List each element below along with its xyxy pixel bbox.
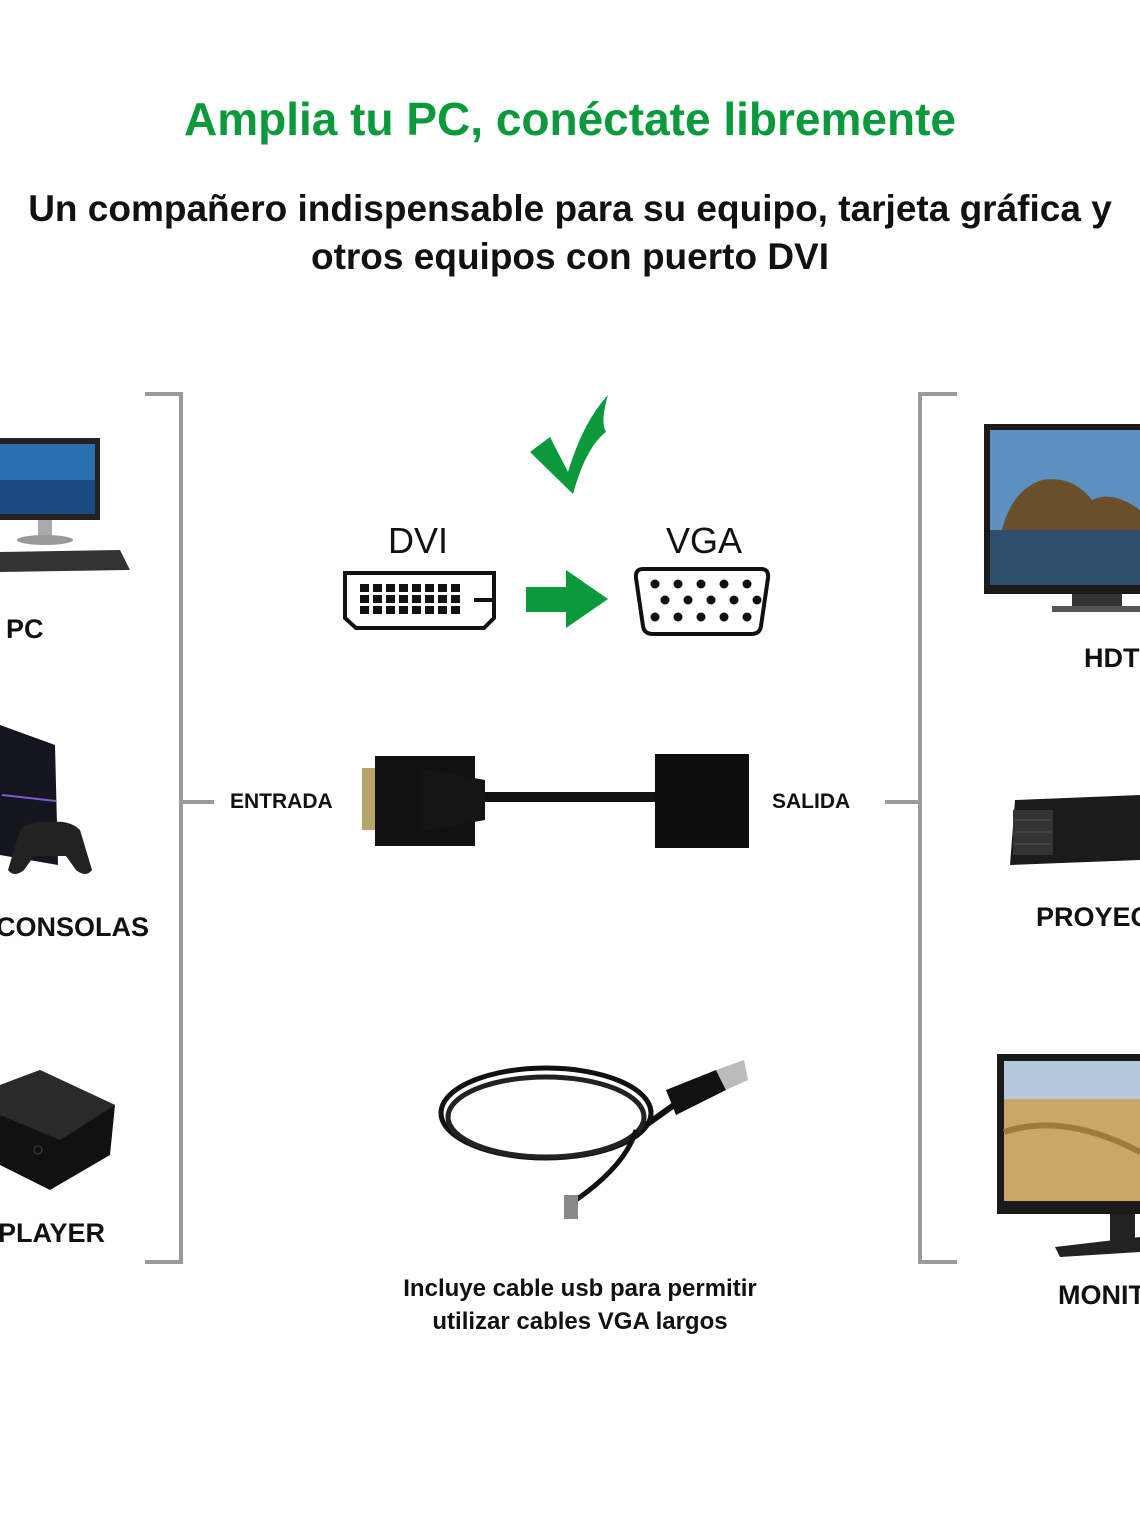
dvi-pin: [373, 595, 382, 603]
output-label-monitor: MONIT: [1058, 1280, 1140, 1310]
dvi-pin: [399, 595, 408, 603]
vga-pin: [719, 579, 729, 589]
dvi-pin: [399, 606, 408, 614]
adapter-output-label: SALIDA: [772, 790, 851, 813]
hdtv-icon: [984, 424, 1140, 612]
monitor-icon: [997, 1054, 1140, 1257]
vga-pin: [683, 595, 693, 605]
subtitle-line-1: Un compañero indispensable para su equip…: [28, 188, 1112, 229]
dvi-pin: [386, 584, 395, 592]
vga-pin: [650, 612, 660, 622]
dvi-port-icon: [343, 571, 496, 630]
dvi-pin: [425, 584, 434, 592]
vga-pin: [650, 579, 660, 589]
media-player-icon: [0, 1070, 115, 1190]
vga-pin: [673, 612, 683, 622]
vga-pin: [696, 612, 706, 622]
dvi-pin: [373, 606, 382, 614]
vga-pin: [742, 612, 752, 622]
vga-port-icon: [633, 567, 771, 636]
vga-pin: [673, 579, 683, 589]
dvi-pin: [451, 595, 460, 603]
desktop-pc-icon: [0, 438, 130, 572]
checkmark-icon: [530, 395, 608, 494]
subtitle-line-2: otros equipos con puerto DVI: [310, 236, 830, 277]
dvi-pin: [451, 606, 460, 614]
dvi-pin: [425, 606, 434, 614]
usb-note-line-2: utilizar cables VGA largos: [432, 1308, 728, 1335]
dvi-pin: [412, 584, 421, 592]
vga-pin: [696, 579, 706, 589]
dvi-pin: [360, 595, 369, 603]
source-label-pc: PC: [6, 614, 44, 644]
dvi-pin: [360, 584, 369, 592]
dvi-pin: [399, 584, 408, 592]
dvi-pin: [360, 606, 369, 614]
usb-cable-note: Incluye cable usb para permitir utilizar…: [300, 1272, 860, 1338]
dvi-pin: [438, 606, 447, 614]
page-title: Amplia tu PC, conéctate libremente: [184, 93, 956, 145]
dvi-pin: [425, 595, 434, 603]
vga-pin: [706, 595, 716, 605]
vga-pin: [752, 595, 762, 605]
usb-cable-image: [438, 1060, 748, 1219]
dvi-pin: [373, 584, 382, 592]
output-label-proyector: PROYEC: [1036, 902, 1140, 932]
dvi-pin: [451, 584, 460, 592]
vga-pin: [742, 579, 752, 589]
dvi-vga-adapter-image: [362, 754, 749, 848]
arrow-right-icon: [526, 570, 608, 628]
dvi-pin: [386, 595, 395, 603]
usb-note-line-1: Incluye cable usb para permitir: [403, 1275, 757, 1302]
dvi-label: DVI: [388, 520, 449, 561]
dvi-pin: [386, 606, 395, 614]
dvi-pin: [438, 584, 447, 592]
vga-pin: [719, 612, 729, 622]
vga-label: VGA: [666, 520, 743, 561]
vga-pin: [729, 595, 739, 605]
dvi-pin: [438, 595, 447, 603]
projector-icon: [1010, 795, 1140, 865]
source-label-consolas: CONSOLAS: [0, 912, 150, 942]
game-console-icon: [0, 725, 92, 874]
dvi-pin: [412, 595, 421, 603]
adapter-input-label: ENTRADA: [230, 790, 333, 813]
vga-pin: [660, 595, 670, 605]
source-label-player: PLAYER: [0, 1218, 106, 1248]
dvi-pin: [412, 606, 421, 614]
output-label-hdtv: HDT: [1084, 643, 1140, 673]
